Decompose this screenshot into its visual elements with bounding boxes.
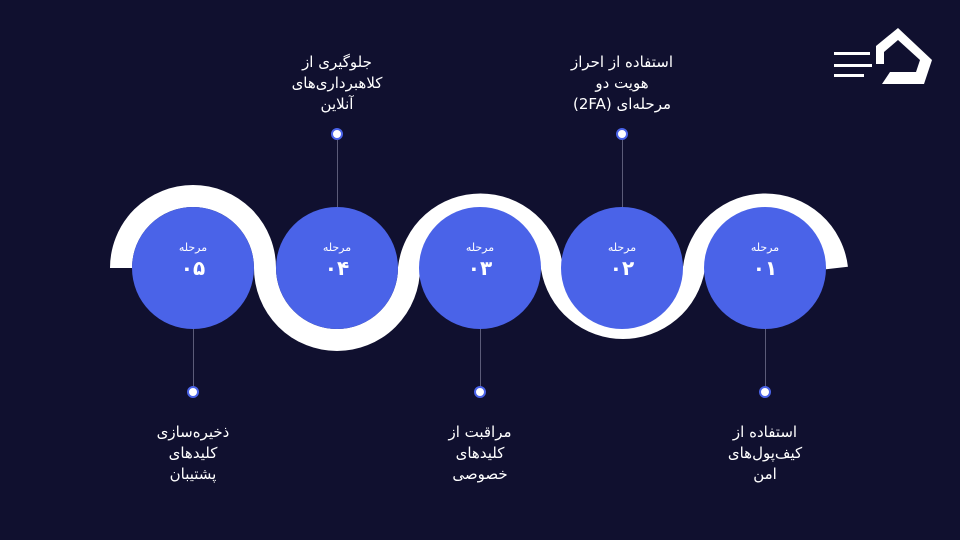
- dot-marker: [474, 386, 486, 398]
- connector-line: [480, 328, 481, 392]
- stage-number: ۰۳: [467, 256, 493, 280]
- logo-house-icon: [834, 28, 932, 84]
- stage-label: مرحله: [178, 241, 208, 254]
- dot-marker: [331, 128, 343, 140]
- stage-number: ۰۲: [609, 256, 635, 280]
- stage-label: مرحله: [750, 241, 780, 254]
- stage-number: ۰۴: [324, 256, 350, 280]
- connector-line: [193, 328, 194, 392]
- dot-marker: [616, 128, 628, 140]
- stage-label: مرحله: [322, 241, 352, 254]
- stage-label: مرحله: [607, 241, 637, 254]
- logo: [832, 24, 942, 94]
- stage-02-text: استفاده از احراز هویت دو مرحله‌ای (2FA): [570, 53, 674, 113]
- stage-04-text: جلوگیری از کلاهبرداری‌های آنلاین: [291, 53, 383, 113]
- stage-01-text: استفاده از کیف‌پول‌های امن: [727, 423, 803, 483]
- stage-number: ۰۱: [752, 256, 778, 280]
- connector-line: [765, 328, 766, 392]
- stage-03-text: مراقبت از کلیدهای خصوصی: [448, 423, 512, 483]
- connector-line: [622, 140, 623, 208]
- dot-marker: [759, 386, 771, 398]
- stage-circle-01: مرحله ۰۱: [704, 207, 826, 329]
- stage-circle-04: مرحله ۰۴: [276, 207, 398, 329]
- stage-circle-05: مرحله ۰۵: [132, 207, 254, 329]
- stage-05-text: ذخیره‌سازی کلیدهای پشتیبان: [156, 423, 230, 483]
- stage-number: ۰۵: [180, 256, 206, 280]
- stage-circle-03: مرحله ۰۳: [419, 207, 541, 329]
- dot-marker: [187, 386, 199, 398]
- connector-line: [337, 140, 338, 208]
- stage-label: مرحله: [465, 241, 495, 254]
- stage-circle-02: مرحله ۰۲: [561, 207, 683, 329]
